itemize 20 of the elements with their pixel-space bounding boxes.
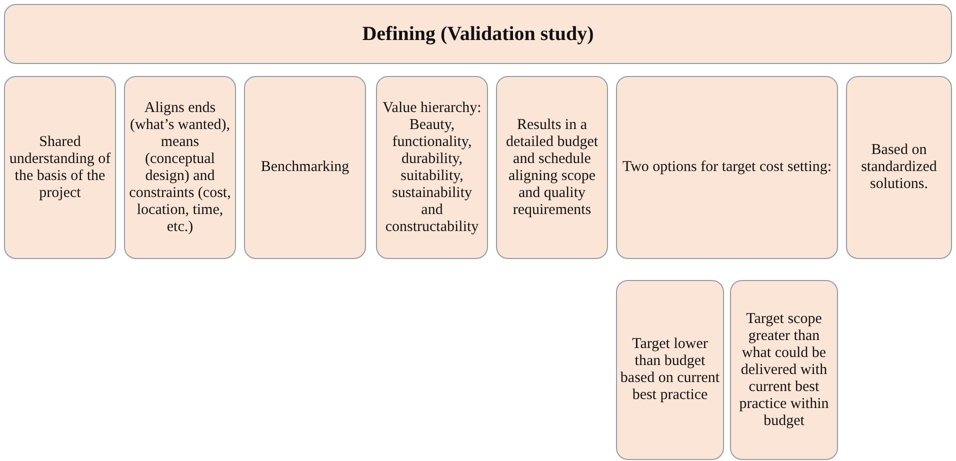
title-text: Defining (Validation study) — [362, 23, 594, 45]
box-text: Two options for target cost setting: — [622, 159, 832, 176]
box-text: Benchmarking — [260, 159, 350, 176]
process-box — [496, 76, 608, 259]
process-box — [124, 76, 236, 259]
box-text: Results in a detailed budget and schedule aligning scope and quality requirements — [504, 116, 600, 218]
box-text: Target lower than budget based on current best practice — [620, 336, 720, 404]
title-box — [4, 4, 952, 64]
process-box — [376, 76, 488, 259]
process-box — [616, 76, 838, 259]
process-box — [244, 76, 366, 259]
process-box — [730, 280, 838, 460]
box-text: Shared understanding of the basis of the project — [8, 134, 112, 202]
box-text: Value hierarchy: Beauty, functionality, durability, suitability, sustainability and constructability — [382, 100, 482, 236]
process-box — [846, 76, 952, 259]
process-box — [4, 76, 116, 259]
box-text: Target scope greater than what could be delivered with current best practice within budget — [738, 310, 830, 430]
process-box — [616, 280, 724, 460]
box-text: Aligns ends (what’s wanted), means (conceptual design) and constraints (cost, location, time, etc.) — [128, 100, 232, 236]
box-text: Based on standardized solutions. — [860, 142, 938, 193]
